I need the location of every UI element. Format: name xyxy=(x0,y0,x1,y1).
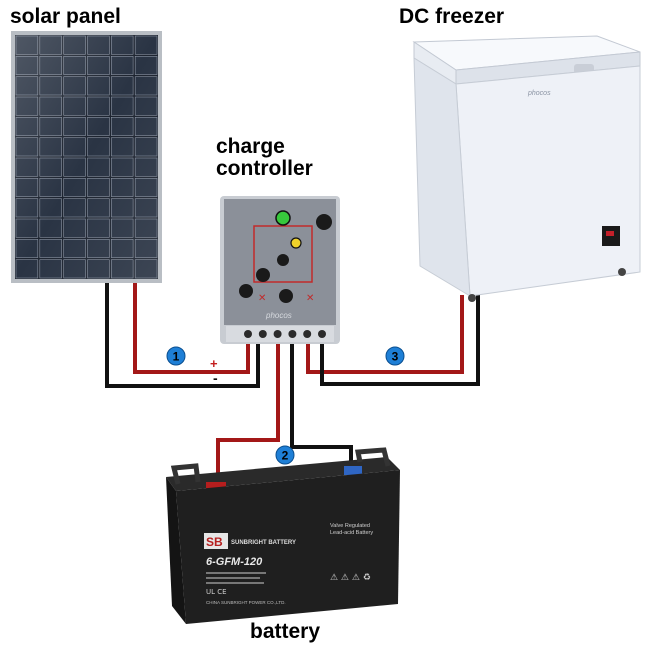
connection-badge-2: 2 xyxy=(275,445,295,465)
terminal-screw xyxy=(273,330,282,338)
charge-controller-label: charge controller xyxy=(216,135,313,181)
wire-solar-negative xyxy=(105,282,260,388)
status-led-green xyxy=(275,210,291,226)
svg-text:1: 1 xyxy=(173,350,180,364)
controller-button xyxy=(279,289,293,303)
svg-text:✕: ✕ xyxy=(306,293,314,304)
certification-icons: UL CE xyxy=(206,588,227,596)
solar-panel-label: solar panel xyxy=(10,5,121,28)
terminal-screw xyxy=(303,330,312,338)
svg-text:✕: ✕ xyxy=(258,293,266,304)
polarity-minus: - xyxy=(213,370,218,386)
wire-solar-positive xyxy=(133,282,250,374)
controller-brand: phocos xyxy=(265,311,292,320)
charge-controller: ✕ ✕ phocos xyxy=(220,196,340,344)
battery-brand: SUNBRIGHT BATTERY xyxy=(231,540,296,546)
freezer-brand: phocos xyxy=(527,90,551,97)
dc-freezer: phocos xyxy=(412,35,641,302)
dc-freezer-label: DC freezer xyxy=(399,5,505,28)
wires xyxy=(105,282,480,490)
charge-controller-label-line2: controller xyxy=(216,157,313,181)
freezer-wheel xyxy=(618,268,626,276)
connection-badge-1: 1 xyxy=(166,346,186,366)
freezer-wheel xyxy=(468,294,476,302)
wire-battery-positive xyxy=(216,338,280,490)
status-led-yellow xyxy=(290,237,302,249)
warning-icons: ⚠ ⚠ ⚠ ♻ xyxy=(330,573,371,583)
svg-text:SB: SB xyxy=(206,535,223,549)
wire-load-negative xyxy=(320,295,480,386)
svg-text:3: 3 xyxy=(392,350,399,364)
battery-maker: CHINA SUNBRIGHT POWER CO.,LTD. xyxy=(206,600,286,605)
terminal-screw xyxy=(244,330,252,338)
battery-spec-line2: Lead-acid Battery xyxy=(330,530,373,536)
battery-label: battery xyxy=(250,620,321,643)
controller-button xyxy=(277,254,289,266)
wire-load-positive xyxy=(306,295,464,374)
terminal-screw xyxy=(318,330,326,338)
battery-model: 6-GFM-120 xyxy=(206,556,263,568)
solar-panel xyxy=(11,31,162,283)
battery-logo: SB xyxy=(204,533,228,549)
battery: SB SUNBRIGHT BATTERY 6-GFM-120 Valve Reg… xyxy=(166,447,400,624)
controller-button xyxy=(256,268,270,282)
polarity-plus: + xyxy=(210,356,218,371)
battery-spec-line1: Valve Regulated xyxy=(330,523,370,529)
terminal-screw xyxy=(258,330,267,338)
wire-battery-negative xyxy=(290,338,353,470)
connection-badge-3: 3 xyxy=(385,346,405,366)
battery-terminal-positive xyxy=(206,482,226,492)
controller-terminals xyxy=(244,330,326,338)
svg-text:2: 2 xyxy=(282,449,289,463)
battery-terminal-negative xyxy=(344,466,362,475)
terminal-screw xyxy=(288,330,297,338)
charge-controller-label-line1: charge xyxy=(216,135,285,158)
